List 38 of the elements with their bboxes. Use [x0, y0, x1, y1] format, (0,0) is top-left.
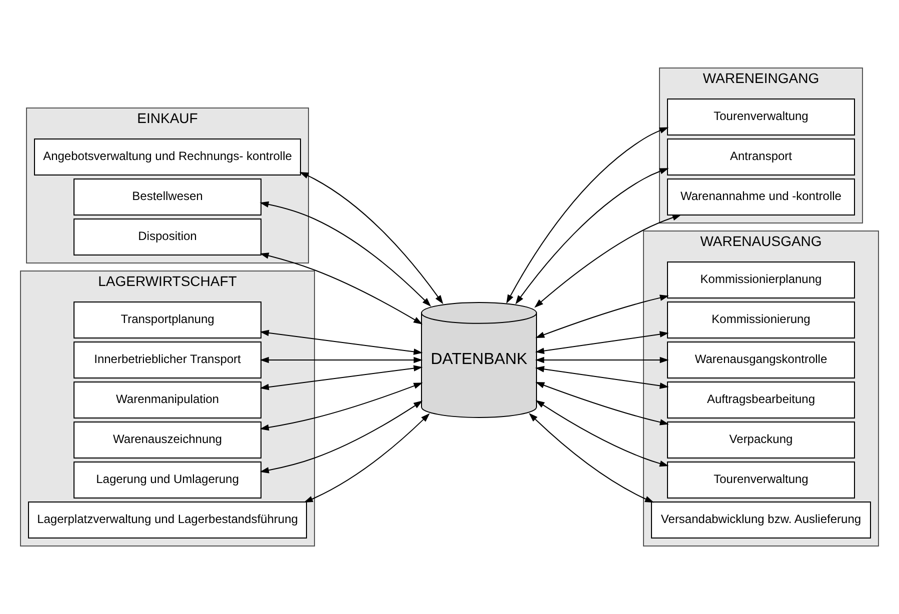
arrow [515, 168, 669, 304]
node-box: Kommissionierplanung [667, 262, 855, 298]
node-box: Disposition [74, 218, 262, 256]
node-box: Lagerung und Umlagerung [74, 462, 262, 498]
arrow [535, 294, 669, 338]
node-box: Kommissionierung [667, 302, 855, 338]
arrow [299, 172, 444, 304]
arrow [260, 382, 423, 431]
arrow [535, 331, 669, 354]
node-box: Warenmanipulation [74, 382, 262, 418]
arrow [534, 214, 682, 308]
node-box: Warenannahme und -kontrolle [667, 178, 855, 216]
node-box: Lagerplatzverwaltung und Lagerbestandsführung [28, 502, 307, 538]
arrow [304, 413, 430, 502]
arrow [535, 356, 669, 364]
arrow [536, 400, 669, 467]
arrow [260, 365, 423, 390]
node-box: Antransport [667, 138, 855, 176]
arrow [535, 382, 669, 426]
arrow [260, 330, 423, 355]
arrow [260, 252, 423, 324]
node-box: Verpackung [667, 422, 855, 458]
node-box: Innerbetrieblicher Transport [74, 342, 262, 378]
arrow [260, 356, 423, 364]
node-box: Warenausgangskontrolle [667, 342, 855, 378]
arrow [260, 201, 432, 307]
node-box: Versandabwicklung bzw. Auslieferung [651, 502, 871, 538]
node-box: Transportplanung [74, 302, 262, 338]
arrow [260, 400, 423, 474]
node-box: Warenauszeichnung [74, 422, 262, 458]
arrow [528, 412, 654, 503]
node-box: Bestellwesen [74, 178, 262, 216]
node-box: Tourenverwaltung [667, 98, 855, 136]
arrow [506, 127, 669, 304]
node-box: Angebotsverwaltung und Rechnungs- kontrolle [34, 138, 301, 176]
node-box: Tourenverwaltung [667, 462, 855, 498]
node-box: Auftragsbearbeitung [667, 382, 855, 418]
arrow [535, 366, 669, 389]
